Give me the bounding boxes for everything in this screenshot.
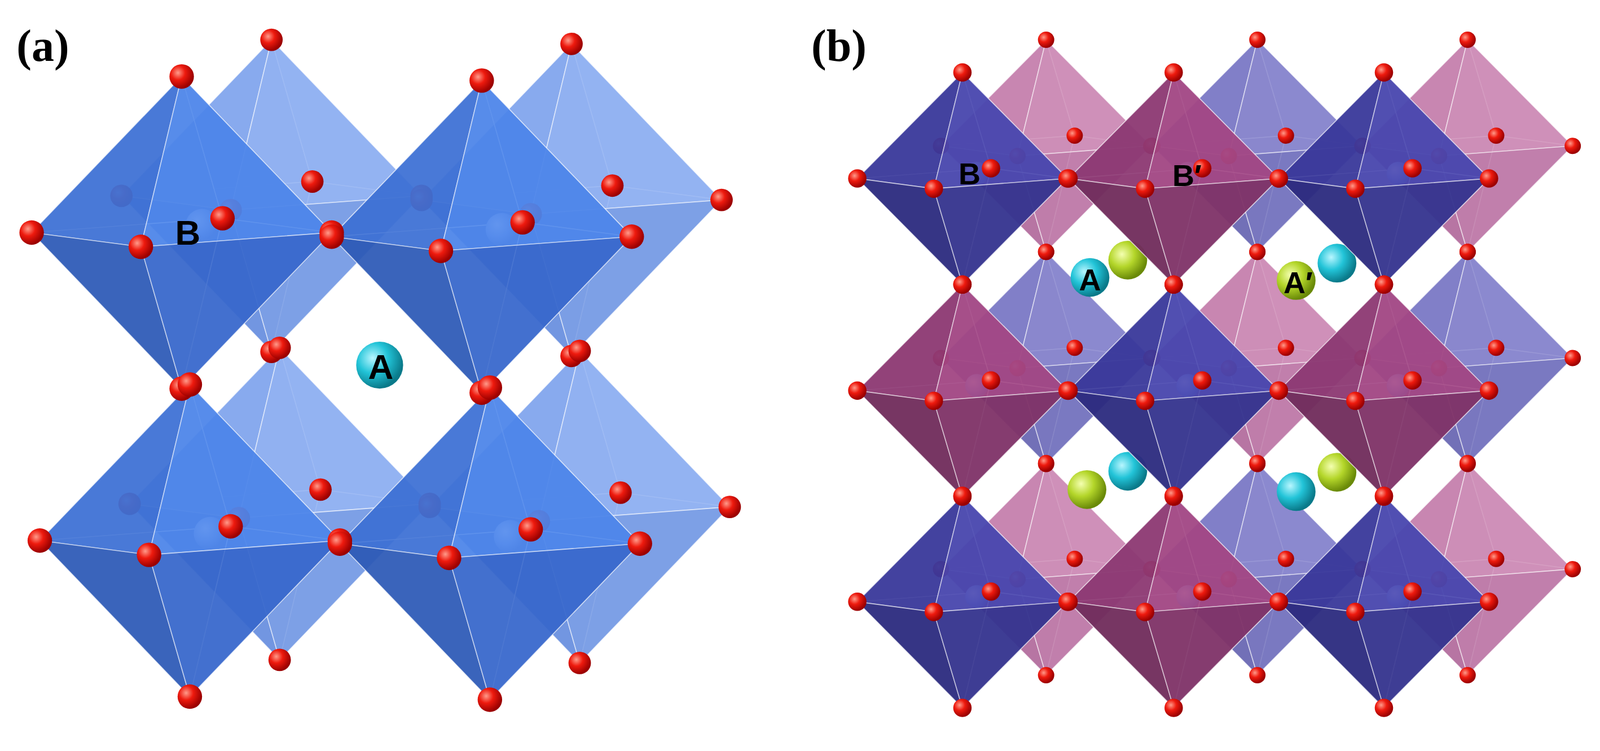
site-label: B′ xyxy=(1172,160,1202,191)
site-label: A xyxy=(367,349,394,385)
site-label: B xyxy=(958,158,981,189)
panel-label: (b) xyxy=(811,23,867,69)
site-label: A xyxy=(1079,264,1102,296)
site-label: A′ xyxy=(1283,267,1313,298)
site-label: B xyxy=(175,215,201,251)
panel-label: (a) xyxy=(16,23,69,69)
